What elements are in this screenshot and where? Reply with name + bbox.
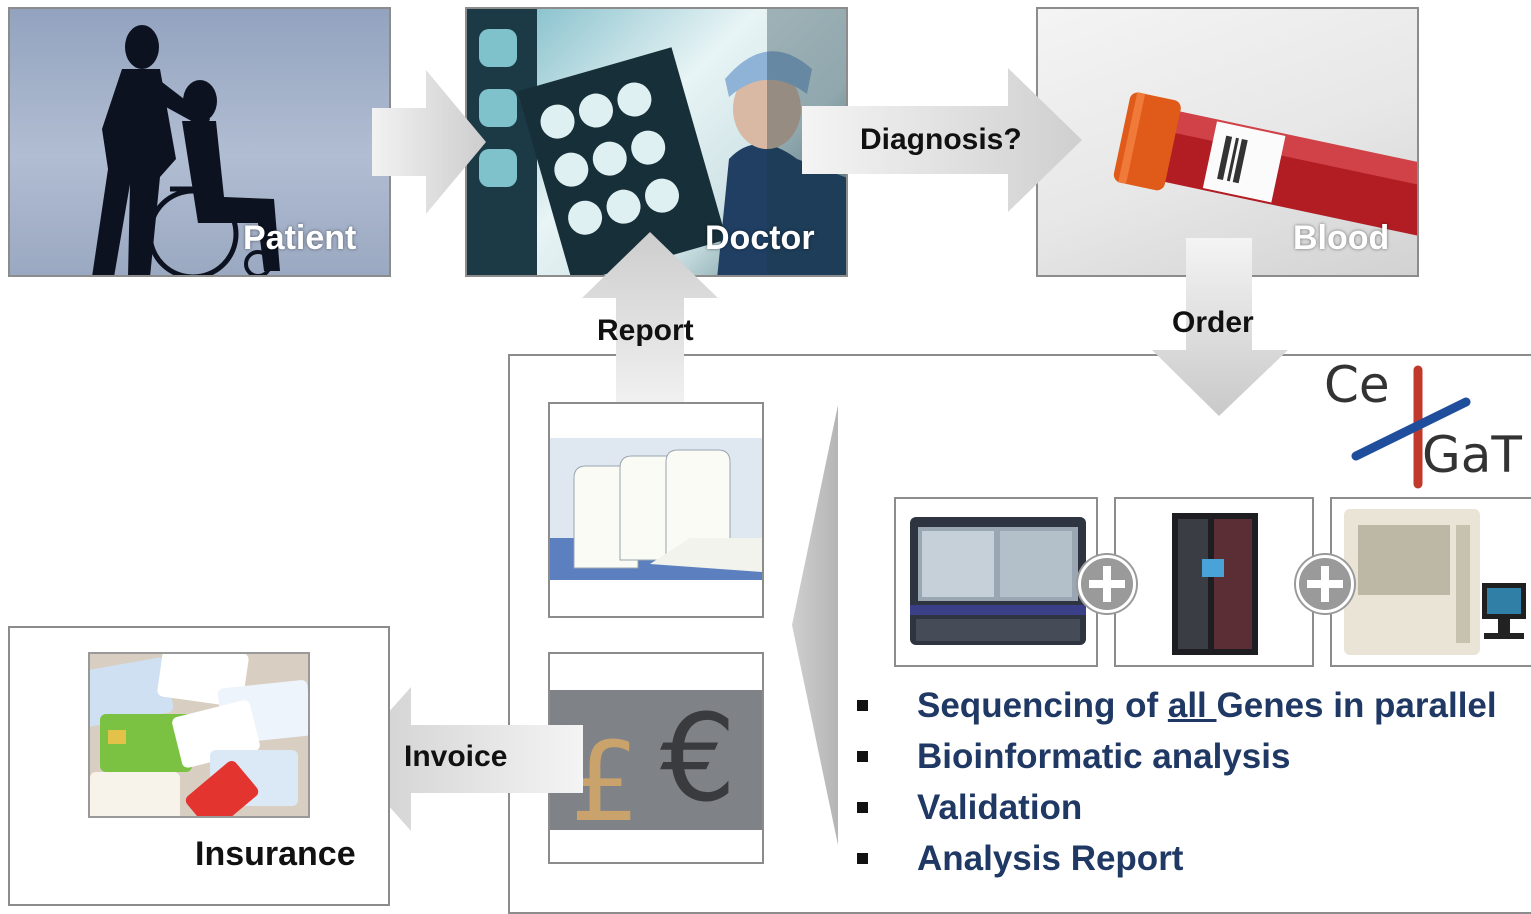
- server-rack-icon: [1172, 513, 1258, 655]
- report-files-image: [548, 402, 764, 618]
- arrow-invoice-to-insurance: [347, 687, 583, 831]
- list-item: Bioinformatic analysis: [855, 734, 1497, 785]
- order-arrow-label: Order: [1172, 306, 1254, 339]
- cegat-logo: Ce GaT: [1320, 352, 1531, 492]
- arrow-blood-to-lab: [1152, 238, 1288, 416]
- blood-image: [1036, 7, 1419, 277]
- patient-image: [8, 7, 391, 277]
- doctor-image: [465, 7, 848, 277]
- invoice-currency-image: € £: [548, 652, 764, 864]
- blood-label: Blood: [1293, 219, 1390, 257]
- doctor-label: Doctor: [705, 219, 815, 257]
- logo-text-line1: Ce: [1324, 356, 1390, 414]
- svg-text:€: €: [660, 690, 736, 829]
- server-image: [1114, 497, 1314, 667]
- lab-steps-list: Sequencing of all Genes in parallel Bioi…: [855, 683, 1497, 887]
- arrow-doctor-to-blood: [802, 68, 1082, 212]
- list-item: Sequencing of all Genes in parallel: [855, 683, 1497, 734]
- analyzer-image: [1330, 497, 1531, 667]
- insurance-label: Insurance: [195, 835, 356, 873]
- xray-film-icon: [467, 9, 846, 275]
- insurance-cards-image: [88, 652, 310, 818]
- plus-icon-2: [1296, 555, 1354, 613]
- logo-cross-icon: [1351, 365, 1471, 489]
- list-item: Analysis Report: [855, 836, 1497, 887]
- blood-tube-icon: [1113, 92, 1417, 238]
- sequencer-icon: [910, 517, 1086, 645]
- logo-text-line2: GaT: [1422, 426, 1522, 484]
- bullet-1-underlined: all: [1167, 686, 1217, 725]
- list-item: Validation: [855, 785, 1497, 836]
- wheelchair-silhouette-icon: [92, 25, 280, 275]
- sequencer-image: [894, 497, 1098, 667]
- file-folders-icon: [550, 438, 762, 580]
- invoice-arrow-label: Invoice: [404, 740, 508, 773]
- process-output-triangle: [792, 405, 838, 845]
- currency-symbols-icon: € £: [550, 690, 762, 830]
- health-cards-icon: [90, 654, 308, 816]
- arrow-report-to-doctor: [582, 232, 718, 418]
- capillary-analyzer-icon: [1344, 509, 1526, 655]
- bullet-1-post: Genes in parallel: [1216, 686, 1497, 725]
- patient-label: Patient: [243, 219, 357, 257]
- diagnosis-arrow-label: Diagnosis?: [860, 123, 1022, 156]
- plus-icon-1: [1078, 555, 1136, 613]
- bullet-1-pre: Sequencing of: [917, 686, 1168, 725]
- arrow-patient-to-doctor: [372, 70, 486, 214]
- report-arrow-label: Report: [597, 314, 694, 347]
